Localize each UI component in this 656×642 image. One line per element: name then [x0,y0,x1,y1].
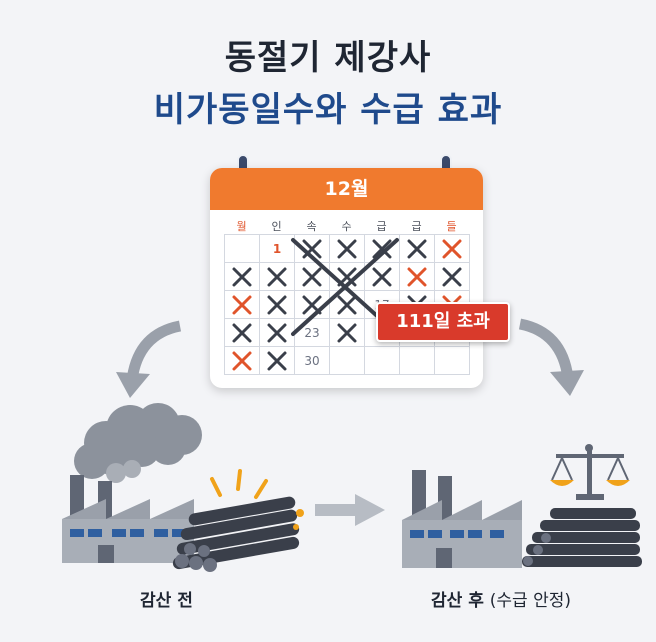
balance-scale-icon [550,444,630,500]
calendar-day [330,291,365,319]
calendar-day [330,235,365,263]
cross-icon [231,294,253,316]
title-line-2: 비가동일수와 수급 효과 [153,90,503,130]
calendar-day: 1 [260,235,295,263]
right-arrow-icon [315,494,385,526]
cross-icon [371,266,393,288]
weekday-label: 속 [306,220,317,233]
calendar-day [260,319,295,347]
weekday-label: 인 [271,220,282,233]
rebar-bundle-icon [172,469,304,572]
label-before: 감산 전 [140,591,193,611]
factory-smoke-icon [62,403,202,563]
label-after-main: 감산 후 [431,591,484,611]
label-after: 감산 후 (수급 안정) [431,586,571,611]
cross-icon [266,350,288,372]
weekday-label: 월 [236,220,247,233]
cross-icon [336,294,358,316]
calendar-month: 12월 [210,168,483,210]
day-number: 23 [304,325,320,340]
label-after-sub: (수급 안정) [489,591,571,611]
cross-icon [371,238,393,260]
cross-icon [266,322,288,344]
curved-arrow-right-icon [518,318,584,396]
cross-icon [301,238,323,260]
calendar-day [260,291,295,319]
calendar-day [400,263,435,291]
calendar-day [330,347,365,375]
cross-icon [231,322,253,344]
cross-icon [266,294,288,316]
calendar-day [295,235,330,263]
calendar-day [260,347,295,375]
calendar-day [435,263,470,291]
calendar-day [330,263,365,291]
cross-icon [441,266,463,288]
calendar-day [295,263,330,291]
cross-icon [336,266,358,288]
calendar-day [225,235,260,263]
cross-icon [266,266,288,288]
cross-icon [336,238,358,260]
calendar-day [365,347,400,375]
calendar-day [225,263,260,291]
weekday-label: 수 [341,220,352,233]
title-line-1: 동절기 제강사 [224,38,432,78]
weekday-label: 들 [446,220,457,233]
factory-icon [402,470,522,568]
calendar-day [225,291,260,319]
cross-icon [336,322,358,344]
day-number: 30 [304,353,320,368]
curved-arrow-left-icon [116,320,182,398]
cross-icon [441,238,463,260]
calendar-day [330,319,365,347]
cross-icon [301,294,323,316]
calendar-day [435,347,470,375]
calendar-day: 23 [295,319,330,347]
day-number: 1 [272,241,282,256]
calendar-day [260,263,295,291]
cross-icon [301,266,323,288]
weekday-label: 급 [411,220,422,233]
calendar-day [225,347,260,375]
cross-icon [231,350,253,372]
rebar-stack-icon [522,508,642,567]
calendar-day: 30 [295,347,330,375]
calendar-day [295,291,330,319]
cross-icon [231,266,253,288]
cross-icon [406,238,428,260]
calendar-day [400,235,435,263]
calendar-day [225,319,260,347]
calendar-day [365,263,400,291]
cross-icon [406,266,428,288]
exceed-badge: 111일 초과 [376,302,510,342]
calendar-day [435,235,470,263]
calendar-day [365,235,400,263]
weekday-label: 급 [376,220,387,233]
calendar-day [400,347,435,375]
